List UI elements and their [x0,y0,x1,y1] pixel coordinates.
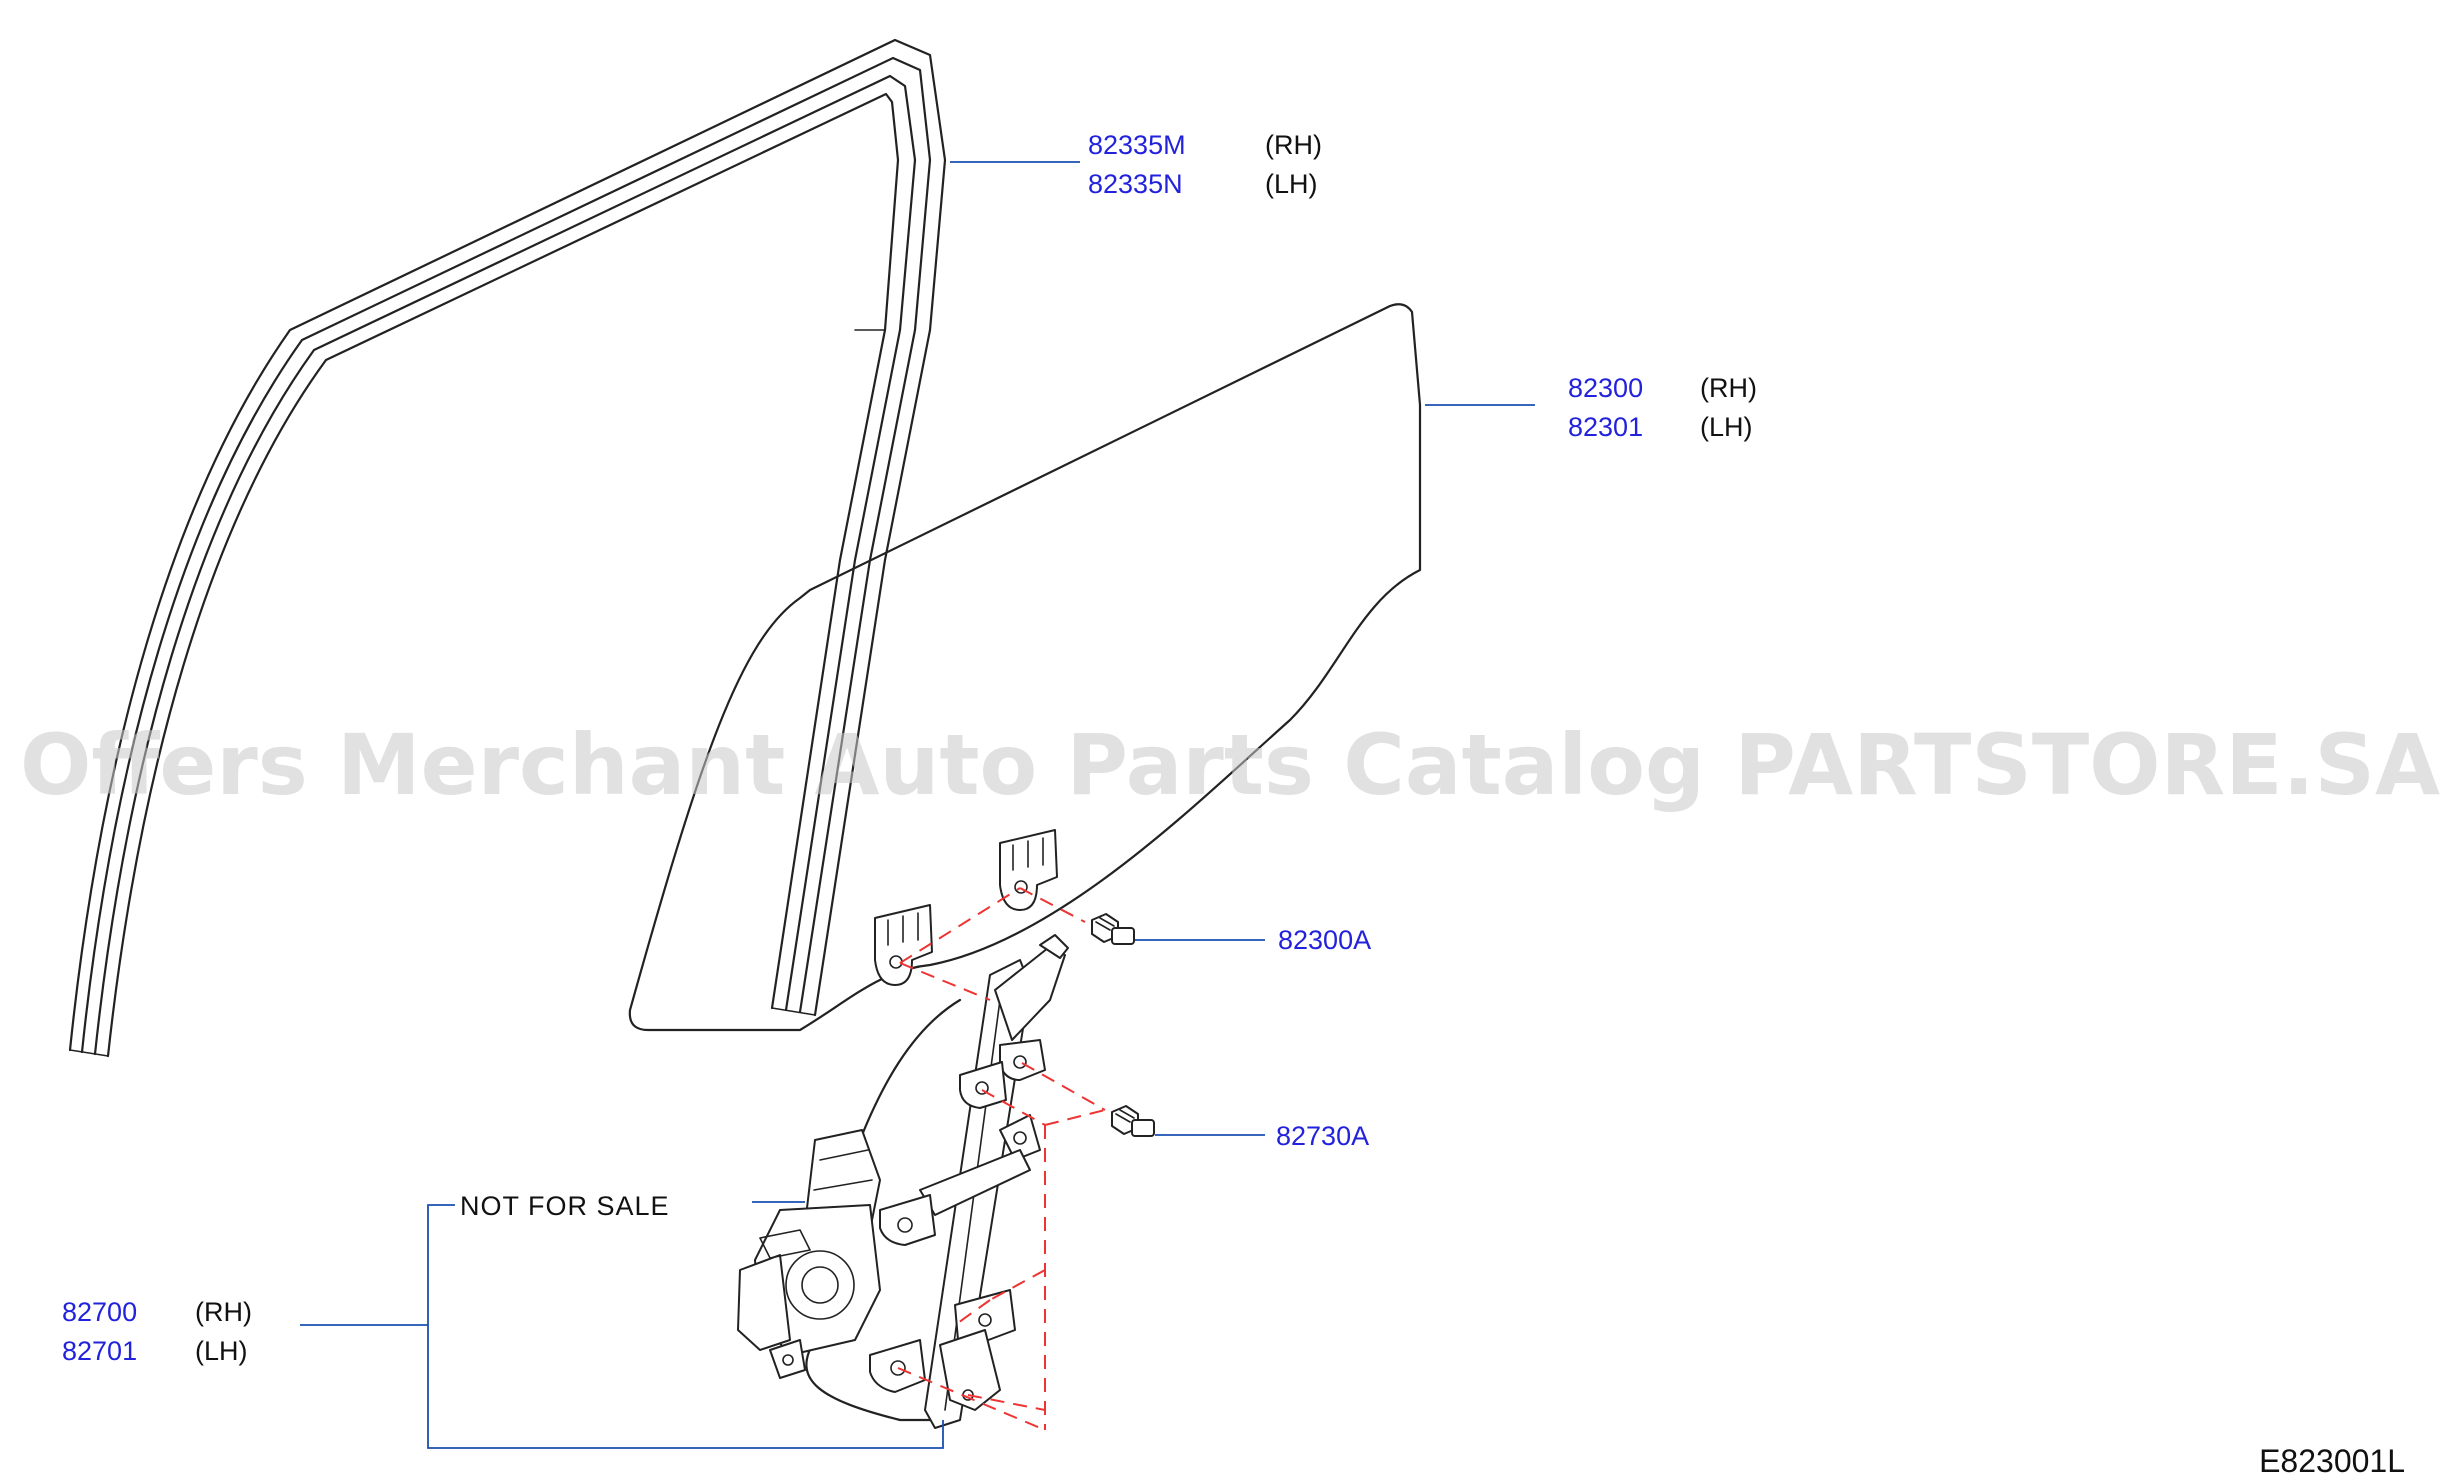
callout-glass-bolt: 82300A [1278,925,1371,955]
part-number-82335M[interactable]: 82335M [1088,130,1186,160]
side-label-lh: (LH) [1265,169,1318,199]
window-regulator-drawing [737,934,1069,1429]
watermark-text: Offers Merchant Auto Parts Catalog PARTS… [20,716,2440,814]
callout-regulator: 82700 (RH) 82701 (LH) [62,1297,252,1366]
part-number-82335N[interactable]: 82335N [1088,169,1183,199]
mounting-dash-lines [897,887,1106,1431]
part-number-82700[interactable]: 82700 [62,1297,137,1327]
not-for-sale-note: NOT FOR SALE [460,1191,670,1221]
window-sash-drawing [68,38,947,1058]
glass-bolt-icon [1091,913,1135,945]
callout-glass: 82300 (RH) 82301 (LH) [1568,373,1757,442]
door-glass-drawing [628,303,1422,1032]
side-label-rh: (RH) [195,1297,252,1327]
part-number-82730A[interactable]: 82730A [1276,1121,1369,1151]
side-label-rh: (RH) [1700,373,1757,403]
part-number-82300[interactable]: 82300 [1568,373,1643,403]
side-label-lh: (LH) [1700,412,1753,442]
diagram-code: E823001L [2259,1443,2405,1479]
part-number-82701[interactable]: 82701 [62,1336,137,1366]
part-number-82300A[interactable]: 82300A [1278,925,1371,955]
side-label-rh: (RH) [1265,130,1322,160]
side-label-lh: (LH) [195,1336,248,1366]
callout-regulator-bolt: 82730A [1276,1121,1369,1151]
regulator-bolt-icon [1111,1105,1155,1137]
leader-lines [300,161,1535,1449]
part-number-82301[interactable]: 82301 [1568,412,1643,442]
callout-sash: 82335M (RH) 82335N (LH) [1088,130,1322,199]
